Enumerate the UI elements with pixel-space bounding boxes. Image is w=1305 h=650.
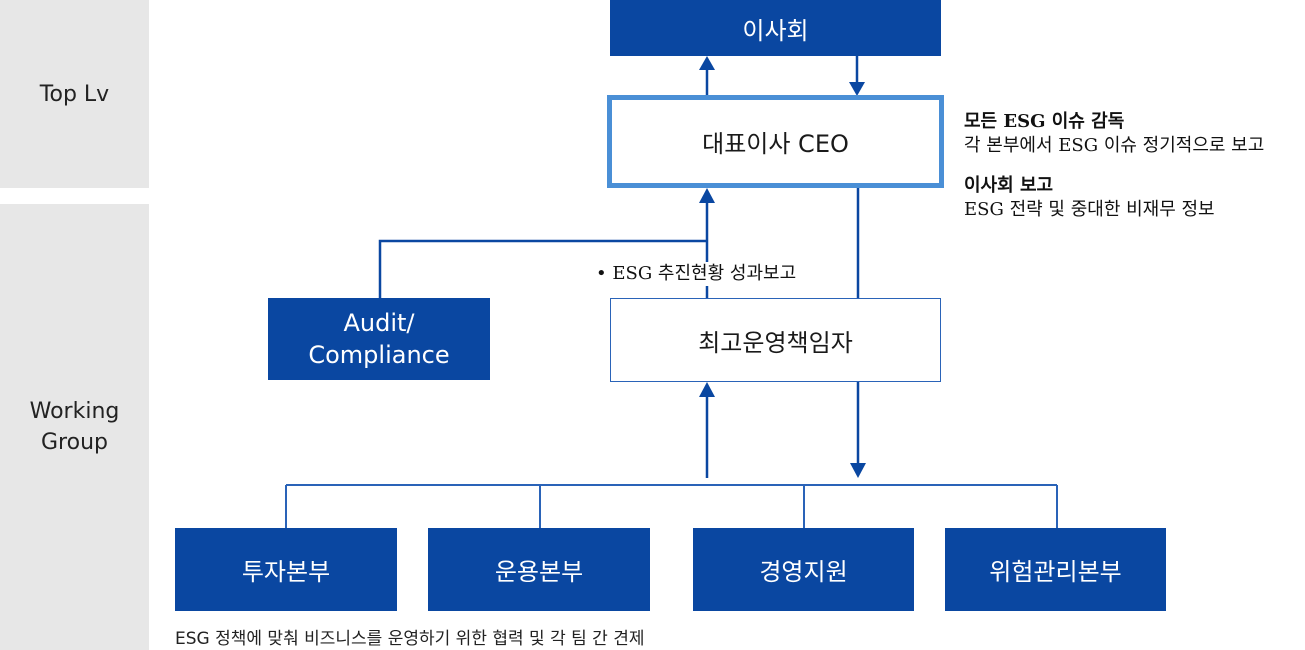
line-audit-to-ceo: [378, 239, 707, 298]
coo-box: 최고운영책임자: [610, 298, 941, 382]
division-label: 운용본부: [494, 558, 584, 586]
audit-compliance-box: Audit/ Compliance: [268, 298, 490, 380]
division-label: 경영지원: [759, 558, 848, 586]
coo-label: 최고운영책임자: [698, 328, 853, 357]
level-band-working: Working Group: [0, 204, 149, 650]
ceo-label: 대표이사 CEO: [702, 130, 849, 158]
level-label-top: Top Lv: [39, 81, 110, 107]
division-risk-management: 위험관리본부: [945, 528, 1166, 611]
level-band-top: Top Lv: [0, 0, 149, 188]
arrowhead-up-ceo: [699, 188, 715, 203]
division-management-support: 경영지원: [693, 528, 914, 611]
division-investment: 투자본부: [175, 528, 397, 611]
level-label-working-line2: Group: [41, 430, 108, 455]
level-label-working-line1: Working: [29, 399, 120, 424]
arrowhead-down-ceo: [849, 82, 865, 96]
note-2-body: ESG 전략 및 중대한 비재무 정보: [964, 199, 1215, 220]
ceo-box: 대표이사 CEO: [607, 95, 944, 188]
note-board-report: 이사회 보고 ESG 전략 및 중대한 비재무 정보: [964, 174, 1215, 222]
bottom-caption: ESG 정책에 맞춰 비즈니스를 운영하기 위한 협력 및 각 팀 간 견제: [175, 629, 645, 649]
audit-label-line1: Audit/: [343, 309, 415, 337]
board-box: 이사회: [610, 0, 941, 56]
division-operations: 운용본부: [428, 528, 650, 611]
board-label: 이사회: [742, 16, 809, 45]
division-label: 위험관리본부: [989, 558, 1122, 586]
division-label: 투자본부: [241, 558, 331, 586]
arrowhead-up-coo: [699, 382, 715, 397]
note-1-body: 각 본부에서 ESG 이슈 정기적으로 보고: [964, 135, 1265, 156]
audit-label-line2: Compliance: [308, 341, 450, 369]
arrowhead-up-board: [699, 56, 715, 70]
arrowhead-down-divisions: [850, 463, 866, 478]
note-2-title: 이사회 보고: [964, 175, 1054, 196]
report-label: • ESG 추진현황 성과보고: [594, 262, 799, 286]
report-text: ESG 추진현황 성과보고: [612, 263, 797, 284]
report-bullet: •: [596, 263, 607, 284]
note-esg-oversight: 모든 ESG 이슈 감독 각 본부에서 ESG 이슈 정기적으로 보고: [964, 110, 1264, 158]
note-1-title: 모든 ESG 이슈 감독: [964, 111, 1125, 132]
